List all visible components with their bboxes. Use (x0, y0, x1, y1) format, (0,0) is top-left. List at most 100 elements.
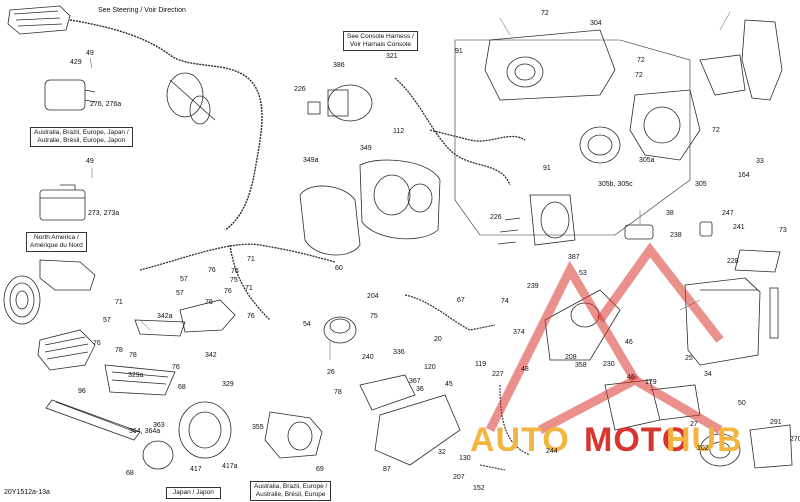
callout-label: 238 (670, 232, 682, 239)
callout-label: 363 (153, 422, 165, 429)
callout-label: 87 (383, 466, 391, 473)
market-note-b: North America / Amérique du Nord (26, 232, 87, 252)
bracket-241 (734, 249, 781, 273)
lamp-342 (134, 299, 236, 337)
callout-label: 120 (424, 364, 436, 371)
callout-label: 33 (756, 158, 764, 165)
callout-label: 25 (685, 355, 693, 362)
figure-code: 20Y1512a-13a (4, 489, 50, 496)
module-336 (359, 374, 461, 466)
handlebar-switch-part (7, 5, 71, 35)
harness-374 (404, 294, 496, 331)
gauge-bezel-349a (299, 185, 361, 256)
lamp-housing-left (39, 259, 96, 291)
note-console-line1: See Console Harness / (347, 33, 414, 40)
callout-label: 417a (222, 463, 238, 470)
watermark-mark (485, 242, 724, 434)
callout-label: 429 (70, 59, 82, 66)
strap-152 (769, 287, 779, 339)
callout-label: 49 (86, 158, 94, 165)
sensor-module-276 (44, 79, 96, 111)
callout-label: 164 (738, 172, 750, 179)
watermark-text-hub: HUB (666, 421, 743, 459)
callout-label: 76 (247, 313, 255, 320)
callout-label: 119 (475, 361, 487, 368)
throttle-grip-part (166, 72, 216, 125)
side-cover-right (699, 19, 783, 101)
callout-label: 355 (252, 424, 264, 431)
callout-label: 73 (779, 227, 787, 234)
horn-291 (699, 424, 793, 469)
callout-label: 228 (727, 258, 739, 265)
callout-label: 32 (438, 449, 446, 456)
headlight-assembly-304 (484, 29, 616, 101)
callout-label: 68 (126, 470, 134, 477)
market-note-d-line1: Australia, Brazil, Europe / (254, 483, 328, 490)
callout-label: 54 (303, 321, 311, 328)
callout-label: 50 (738, 400, 746, 407)
callout-label: 57 (103, 317, 111, 324)
headlight-305 (629, 89, 701, 161)
callout-label: 49 (86, 50, 94, 57)
market-note-a-line2: Autralie, Brésil, Europe, Japon (37, 137, 126, 144)
callout-label: 130 (459, 455, 471, 462)
callout-label: 78 (129, 352, 137, 359)
callout-label: 304 (590, 20, 602, 27)
callout-label: 239 (527, 283, 539, 290)
reflector-strip-329 (45, 399, 141, 441)
steering-harness (69, 19, 263, 231)
note-steering: See Steering / Voir Direction (98, 7, 186, 14)
callout-label: 244 (546, 448, 558, 455)
callout-label: 386 (333, 62, 345, 69)
callout-label: 57 (176, 290, 184, 297)
callout-label: 46 (625, 339, 633, 346)
callout-label: 374 (513, 329, 525, 336)
callout-label: 20 (434, 336, 442, 343)
callout-label: 75 (230, 277, 238, 284)
callout-label: 152 (473, 485, 485, 492)
callout-label: 75 (370, 313, 378, 320)
callout-label: 226 (490, 214, 502, 221)
market-note-d: Australia, Brazil, Europe / Australie, B… (250, 481, 332, 501)
market-note-b-line2: Amérique du Nord (30, 242, 83, 249)
callout-label: 91 (543, 165, 551, 172)
solenoid-238 (624, 224, 654, 240)
callout-label: 342a (157, 313, 173, 320)
fuel-sender-363 (142, 401, 232, 470)
callout-label: 76 (93, 340, 101, 347)
callout-label: 26 (327, 369, 335, 376)
callout-label: 71 (115, 299, 123, 306)
fastener-row (497, 217, 521, 245)
callout-label: 349a (303, 157, 319, 164)
module-387 (529, 194, 576, 246)
callout-label: 72 (637, 57, 645, 64)
callout-label: 78 (334, 389, 342, 396)
callout-label: 329a (128, 372, 144, 379)
connector-226 (307, 101, 321, 115)
callout-label: 53 (579, 270, 587, 277)
callout-label: 78 (115, 347, 123, 354)
callout-label: 72 (712, 127, 720, 134)
callout-label: 329 (222, 381, 234, 388)
grip-heater-417 (264, 411, 323, 459)
callout-label: 270 (790, 436, 800, 443)
callout-label: 305b, 305c (598, 181, 633, 188)
callout-label: 321 (386, 53, 398, 60)
callout-label: 349 (360, 145, 372, 152)
callout-label: 204 (367, 293, 379, 300)
callout-label: 208 (565, 354, 577, 361)
callout-label: 76 (205, 299, 213, 306)
callout-label: 74 (501, 298, 509, 305)
callout-label: 76 (172, 364, 180, 371)
callout-label: 76 (224, 288, 232, 295)
callout-label: 36 (416, 386, 424, 393)
callout-label: 291 (770, 419, 782, 426)
callout-label: 45 (445, 381, 453, 388)
callout-label: 71 (247, 256, 255, 263)
callout-label: 60 (335, 265, 343, 272)
callout-label: 27 (690, 421, 698, 428)
callout-label: 358 (575, 362, 587, 369)
leader-lines (89, 11, 731, 360)
callout-label: 364, 364a (129, 428, 161, 435)
